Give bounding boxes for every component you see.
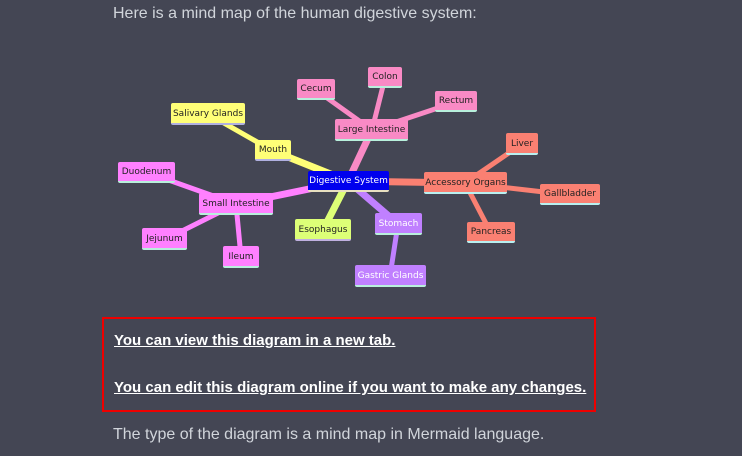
node-cecum: Cecum [297,79,335,100]
node-pancreas: Pancreas [467,222,515,243]
node-gallbladder: Gallbladder [540,184,600,205]
diagram-links-box: You can view this diagram in a new tab. … [102,317,596,412]
mind-map-diagram: Digestive System Large Intestine Cecum C… [118,67,600,287]
intro-text: Here is a mind map of the human digestiv… [113,5,477,22]
mind-map-edges [143,75,573,279]
node-salivary-glands: Salivary Glands [171,103,245,125]
node-colon: Colon [368,67,402,88]
node-small-intestine: Small Intestine [199,193,273,215]
node-ileum: Ileum [223,246,259,268]
node-duodenum: Duodenum [118,162,175,183]
node-gastric-glands: Gastric Glands [355,265,426,287]
view-diagram-link[interactable]: You can view this diagram in a new tab. [114,332,396,349]
node-mouth: Mouth [255,140,291,161]
outro-text: The type of the diagram is a mind map in… [113,426,545,443]
node-esophagus: Esophagus [295,219,351,241]
node-accessory-organs: Accessory Organs [424,172,507,194]
node-large-intestine: Large Intestine [335,119,408,141]
node-stomach: Stomach [375,213,422,235]
edit-diagram-link[interactable]: You can edit this diagram online if you … [114,379,587,396]
node-digestive-system: Digestive System [308,171,389,192]
node-liver: Liver [506,133,538,155]
node-jejunum: Jejunum [142,228,187,250]
node-rectum: Rectum [435,91,477,112]
